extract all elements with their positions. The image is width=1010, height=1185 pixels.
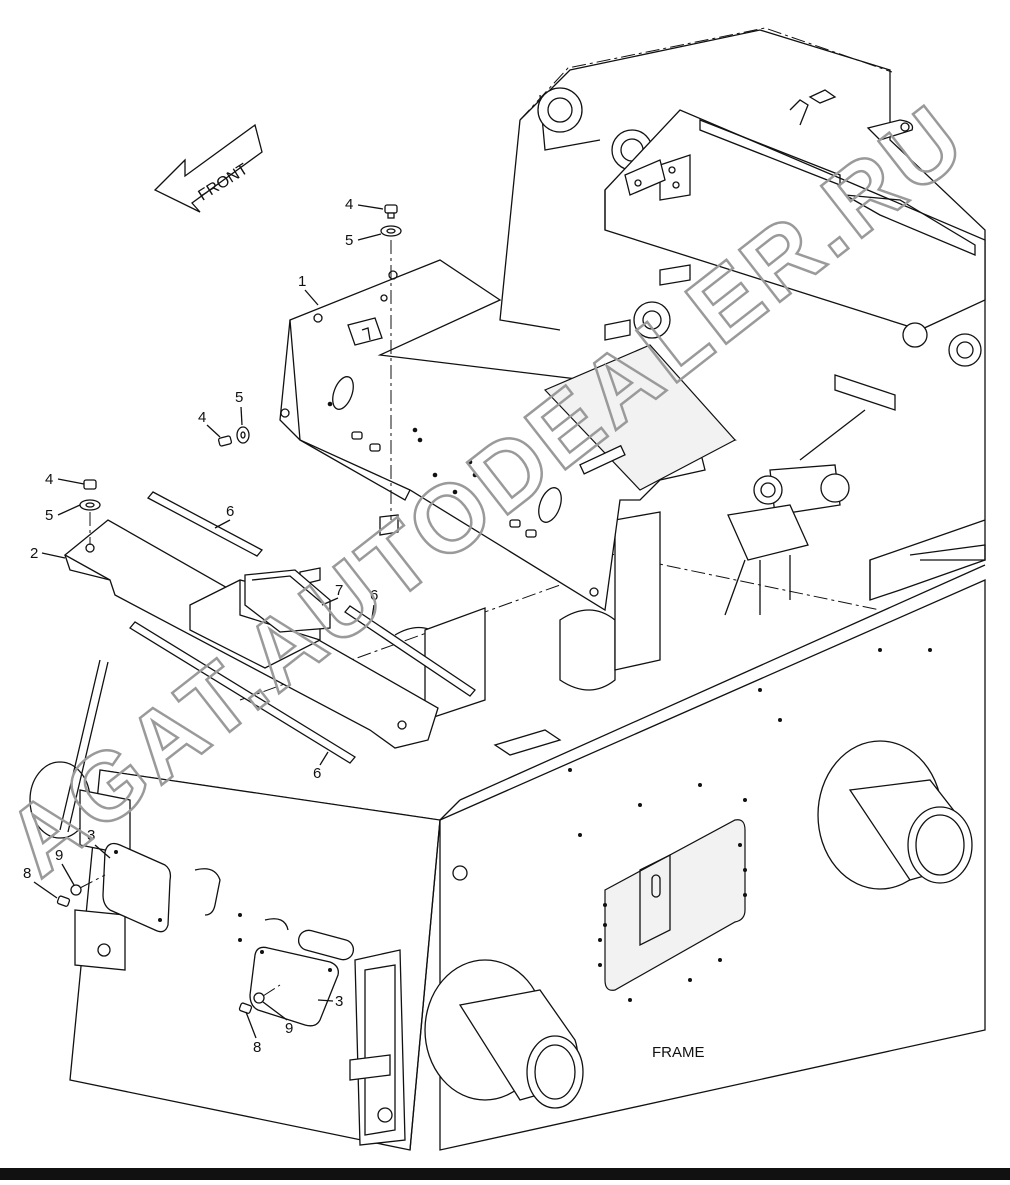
axle-housing-rear [817, 740, 973, 890]
part-6-seal-strips [129, 491, 476, 764]
part-3-cover-left [102, 842, 172, 933]
bushing [633, 301, 671, 339]
part-2-lower-cover [63, 519, 439, 749]
callout-4: 4 [198, 409, 206, 426]
frame-label: FRAME [652, 1044, 705, 1061]
bolt-4 [384, 204, 398, 214]
axle-housing-front [424, 959, 584, 1109]
front-bracket [354, 949, 406, 1146]
callout-4: 4 [345, 196, 353, 213]
callout-3: 3 [335, 993, 343, 1010]
callout-5: 5 [345, 232, 353, 249]
callout-2: 2 [30, 545, 38, 562]
part-7-seal [244, 569, 331, 633]
callout-5: 5 [235, 389, 243, 406]
side-access-cover [604, 819, 746, 991]
callout-3: 3 [87, 827, 95, 844]
fastener-set-mid [217, 426, 250, 447]
callout-6: 6 [370, 587, 378, 604]
callout-9: 9 [55, 847, 63, 864]
callout-4: 4 [45, 471, 53, 488]
rear-upright-frame [499, 27, 986, 616]
callout-9: 9 [285, 1020, 293, 1037]
part-1-upper-cover [279, 259, 738, 612]
washer-5 [380, 225, 402, 237]
fastener-set-left [79, 479, 101, 545]
fastener-set-front-right [238, 984, 281, 1014]
callout-5: 5 [45, 507, 53, 524]
fastener-set-front-left [56, 874, 106, 907]
bottom-border [0, 1168, 1010, 1180]
callout-7: 7 [335, 582, 343, 599]
callout-6: 6 [313, 765, 321, 782]
deck-round-opening [559, 609, 616, 691]
callout-8: 8 [253, 1039, 261, 1056]
callout-8: 8 [23, 865, 31, 882]
front-arrow-icon: FRONT [153, 123, 263, 213]
front-bracket [74, 909, 126, 971]
pivot-boss [537, 87, 583, 133]
callouts: 4 5 1 5 4 4 5 2 6 7 6 6 3 9 8 3 9 8 [23, 196, 384, 1056]
part-3-cover-right [249, 946, 339, 1027]
callout-6: 6 [226, 503, 234, 520]
callout-1: 1 [298, 273, 306, 290]
frame-holes [238, 648, 932, 1002]
fastener-set-top [380, 204, 402, 520]
